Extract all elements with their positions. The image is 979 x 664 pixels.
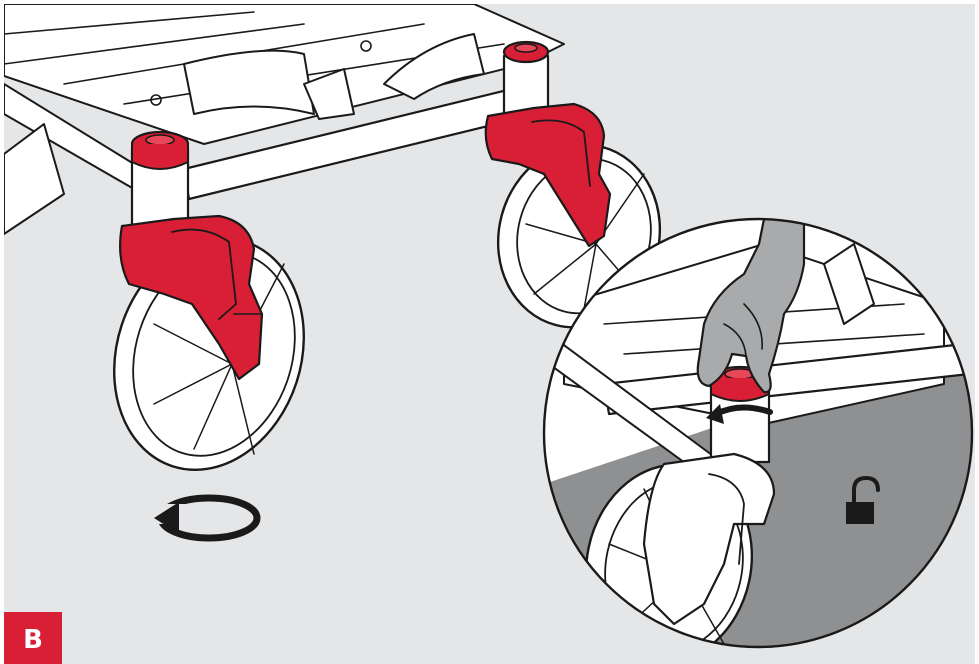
stroller-frame bbox=[4, 4, 565, 235]
unlocked-padlock-icon bbox=[846, 476, 880, 524]
step-badge: B bbox=[4, 612, 62, 664]
counterclockwise-arrow-icon bbox=[154, 494, 261, 542]
detail-inset bbox=[542, 217, 974, 649]
hand-graphic bbox=[696, 219, 806, 394]
left-caster bbox=[113, 130, 305, 471]
illustration-panel bbox=[4, 4, 975, 664]
stroller-wheel-illustration bbox=[4, 4, 974, 649]
